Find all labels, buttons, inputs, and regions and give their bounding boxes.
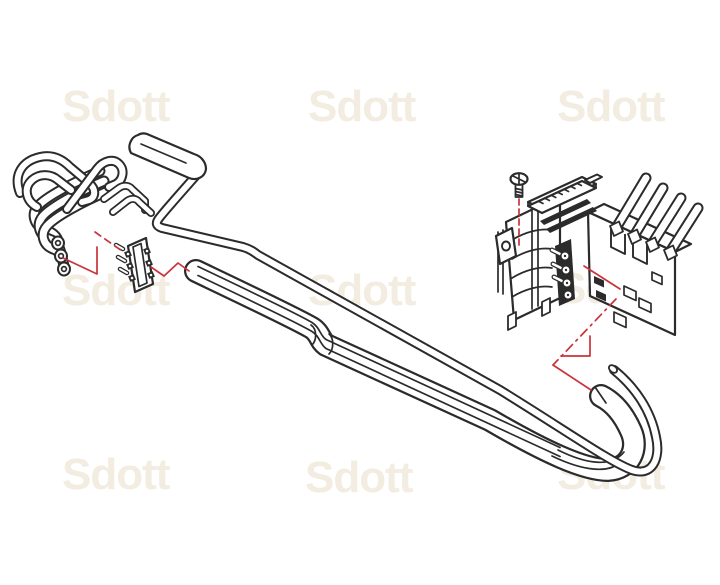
loop-pipe xyxy=(128,132,657,471)
leader-line-tube-end xyxy=(552,364,592,391)
junction-bolts xyxy=(124,247,155,282)
port-rail xyxy=(549,239,575,306)
watermark-text: Sdott xyxy=(62,82,171,131)
tube-bundle-end xyxy=(594,386,607,404)
watermark-text: Sdott xyxy=(62,450,171,499)
left-pipe-assembly xyxy=(18,156,151,277)
leader-line-junction-dashed xyxy=(94,231,123,252)
watermark-text: Sdott xyxy=(308,82,417,131)
mounting-screw xyxy=(509,172,529,198)
valve-block-assembly xyxy=(494,172,698,337)
watermark-text: Sdott xyxy=(62,266,171,315)
leader-lines xyxy=(62,198,621,391)
watermark-text: Sdott xyxy=(305,453,414,502)
leader-line-valve-dashdot xyxy=(552,298,617,366)
tube-open-end xyxy=(608,364,618,374)
leader-line-valve-upper xyxy=(583,265,621,290)
valve-tubes xyxy=(609,178,698,261)
junction-block xyxy=(113,236,155,294)
graduated-rail xyxy=(526,173,603,215)
leader-line-pipe-ends xyxy=(62,246,98,275)
pipe-end-fittings xyxy=(51,235,71,277)
watermark-text: Sdott xyxy=(557,82,666,131)
leader-line-valve-corner xyxy=(560,335,591,357)
leader-line-bundle-zigzag xyxy=(150,262,190,277)
